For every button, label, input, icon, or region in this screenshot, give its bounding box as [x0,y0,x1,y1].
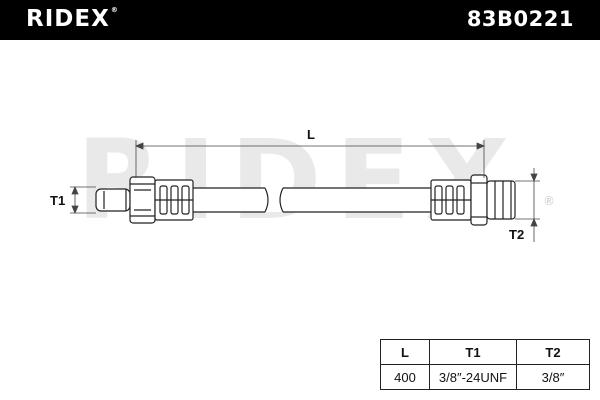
part-number: 83B0221 [466,7,574,31]
spec-table-row: 400 3/8″-24UNF 3/8″ [380,364,590,390]
spec-value-t1: 3/8″-24UNF [429,364,517,390]
brake-hose-drawing: RIDEX ® [50,116,555,244]
spec-header-l: L [380,339,430,365]
thread-2-label: T2 [509,227,524,242]
length-label: L [307,127,315,142]
left-fitting [95,176,194,224]
brand-logo: RIDEX® [26,6,119,32]
spec-value-t2: 3/8″ [516,364,590,390]
dimension-lines [70,140,540,242]
spec-value-l: 400 [380,364,430,390]
header-bar: RIDEX® 83B0221 [0,0,600,40]
right-fitting [430,174,516,226]
spec-table: L T1 T2 400 3/8″-24UNF 3/8″ [380,339,590,390]
watermark-registered-mark: ® [543,194,555,208]
spec-header-t2: T2 [516,339,590,365]
brand-name: RIDEX [26,6,110,32]
spec-header-t1: T1 [429,339,517,365]
spec-table-header-row: L T1 T2 [380,339,590,365]
hose-assembly [95,174,516,226]
thread-1-label: T1 [50,193,65,208]
brand-registered-mark: ® [110,6,119,14]
hose-tube [193,187,438,213]
